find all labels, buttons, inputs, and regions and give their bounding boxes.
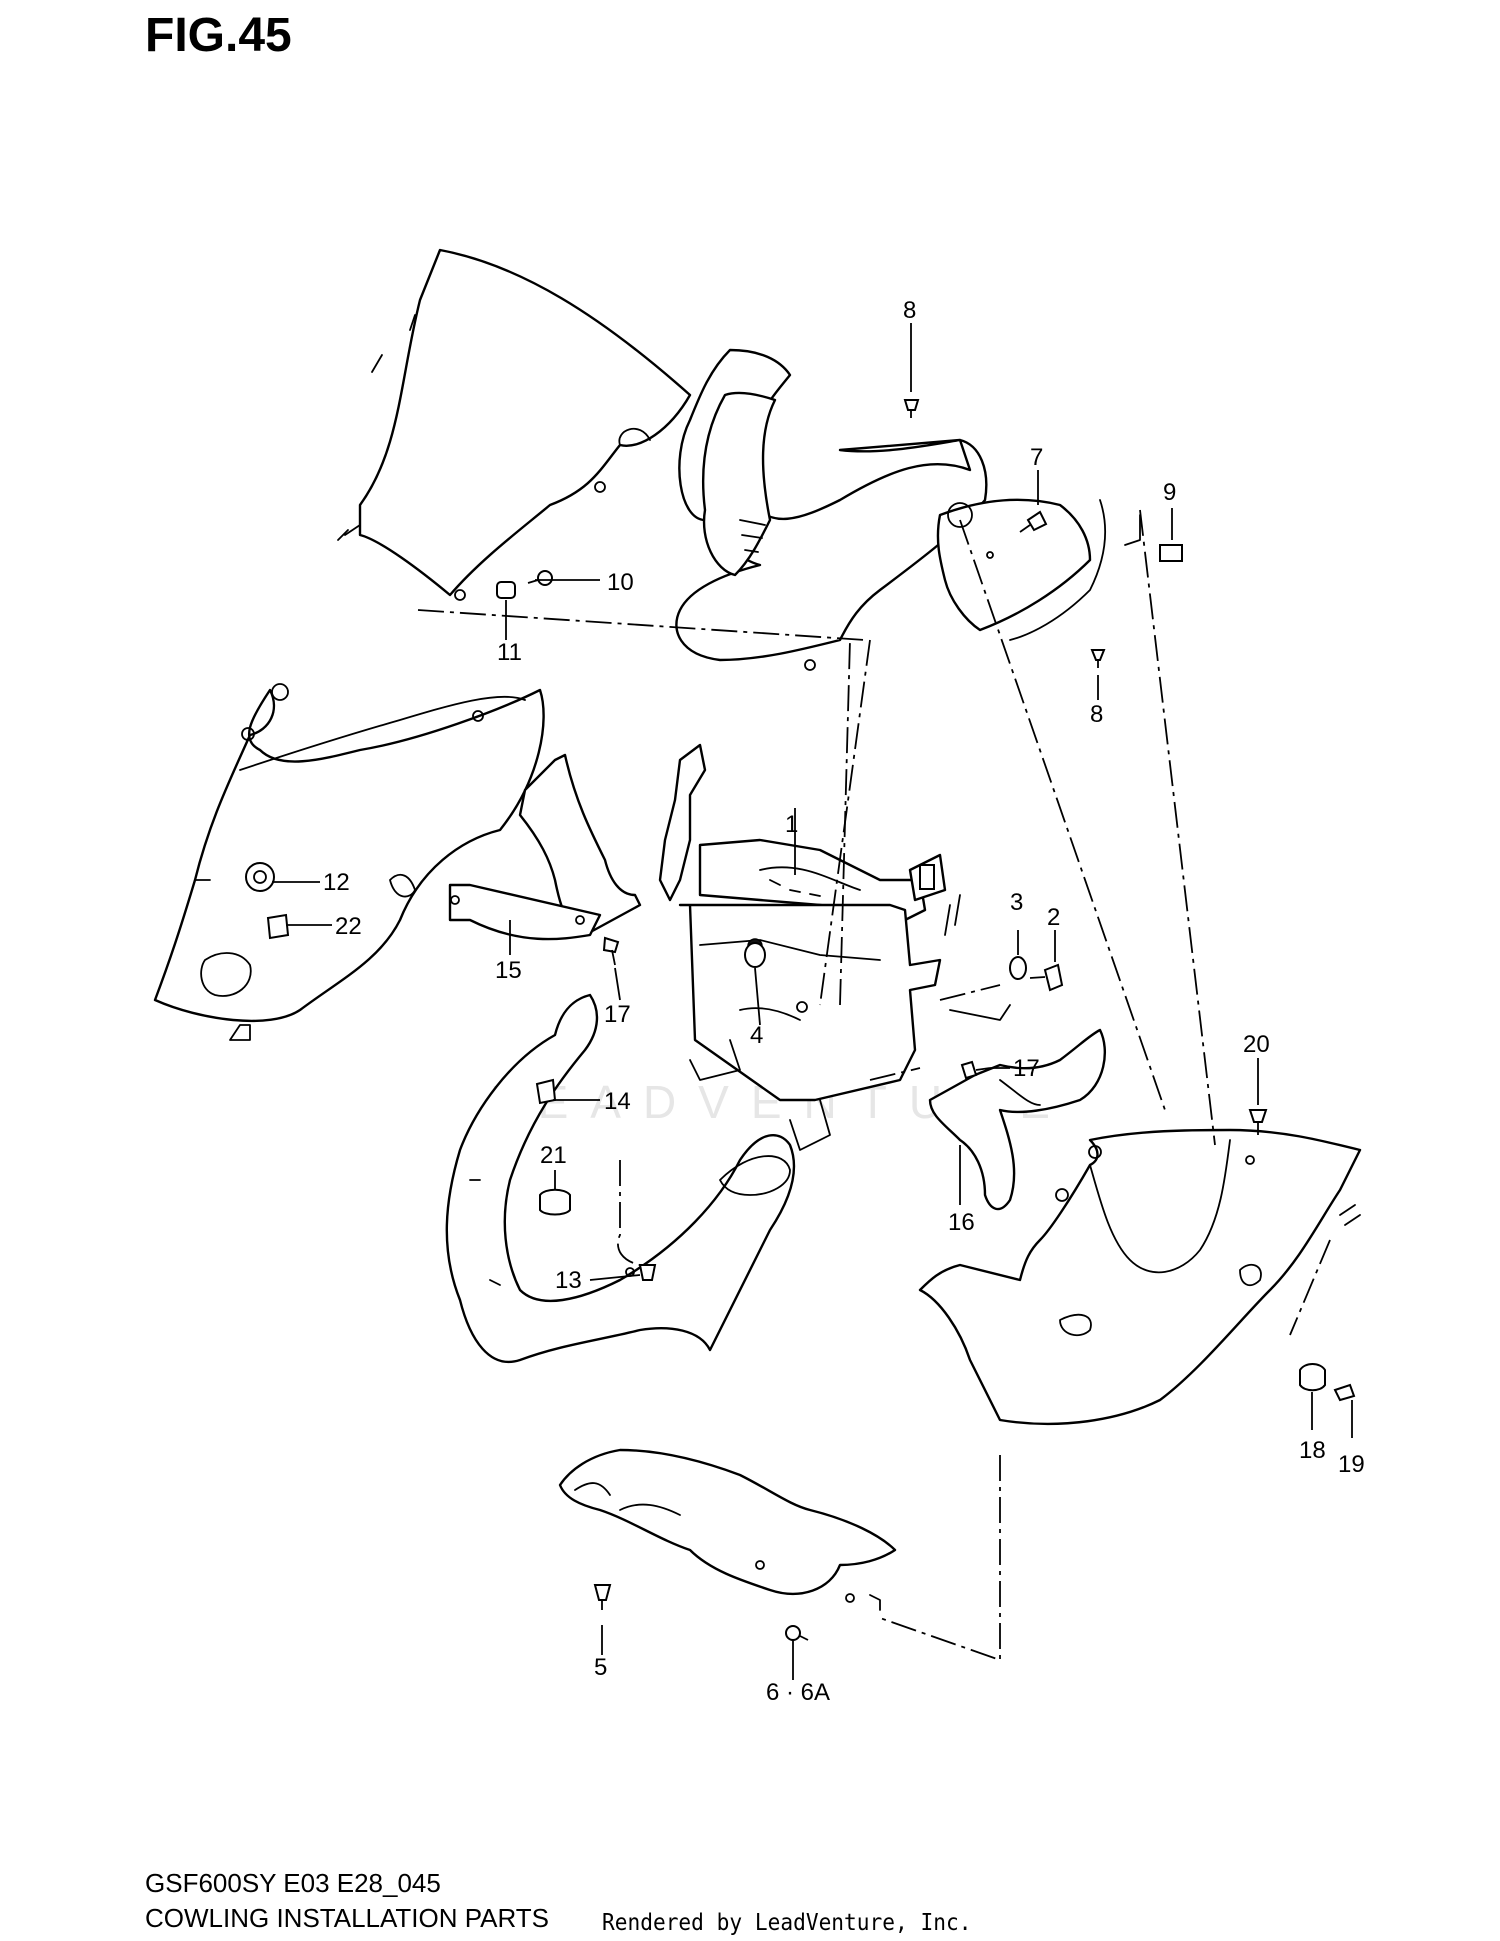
dash-lines bbox=[417, 509, 1331, 1662]
callout-11: 11 bbox=[497, 639, 522, 666]
callout-2: 2 bbox=[1047, 904, 1060, 931]
hardware-items bbox=[245, 399, 1356, 1641]
callout-9: 9 bbox=[1163, 479, 1176, 506]
inner-cover-part[interactable] bbox=[675, 348, 1141, 671]
callout-14: 14 bbox=[604, 1088, 631, 1115]
callout-1: 1 bbox=[785, 811, 798, 838]
callout-3: 3 bbox=[1010, 889, 1023, 916]
callout-18: 18 bbox=[1299, 1437, 1326, 1464]
callout-22: 22 bbox=[335, 913, 362, 940]
callout-21: 21 bbox=[540, 1142, 567, 1169]
front-brace-part[interactable] bbox=[448, 753, 642, 941]
leader-lines bbox=[272, 323, 1353, 1680]
callout-12: 12 bbox=[323, 869, 350, 896]
callout-13: 13 bbox=[555, 1267, 582, 1294]
section-title: COWLING INSTALLATION PARTS bbox=[145, 1903, 550, 1933]
callout-4: 4 bbox=[750, 1022, 763, 1049]
callout-8b: 8 bbox=[1090, 701, 1103, 728]
callout-17a: 17 bbox=[604, 1001, 631, 1028]
callout-labels: 1 2 3 4 5 6 · 6A 7 8 8 9 10 11 12 13 14 … bbox=[323, 297, 1365, 1706]
callout-7: 7 bbox=[1030, 444, 1043, 471]
callout-6: 6 · 6A bbox=[766, 1679, 830, 1706]
callout-16: 16 bbox=[948, 1209, 975, 1236]
callout-20: 20 bbox=[1243, 1031, 1270, 1058]
callout-8a: 8 bbox=[903, 297, 916, 324]
render-credit: Rendered by LeadVenture, Inc. bbox=[602, 1910, 972, 1936]
right-cowl-part[interactable] bbox=[918, 1128, 1362, 1426]
figure-title: FIG.45 bbox=[145, 9, 292, 62]
callout-15: 15 bbox=[495, 957, 522, 984]
brace-part[interactable] bbox=[928, 1028, 1107, 1211]
windscreen-part[interactable] bbox=[337, 248, 692, 601]
callout-19: 19 bbox=[1338, 1451, 1365, 1478]
callout-5: 5 bbox=[594, 1654, 607, 1681]
callout-17b: 17 bbox=[1013, 1055, 1040, 1082]
model-code: GSF600SY E03 E28_045 bbox=[145, 1868, 441, 1898]
left-panel-part[interactable] bbox=[153, 683, 545, 1041]
center-cowl-part[interactable] bbox=[445, 993, 796, 1363]
callout-10: 10 bbox=[607, 569, 634, 596]
lower-cowl-part[interactable] bbox=[558, 1448, 897, 1611]
